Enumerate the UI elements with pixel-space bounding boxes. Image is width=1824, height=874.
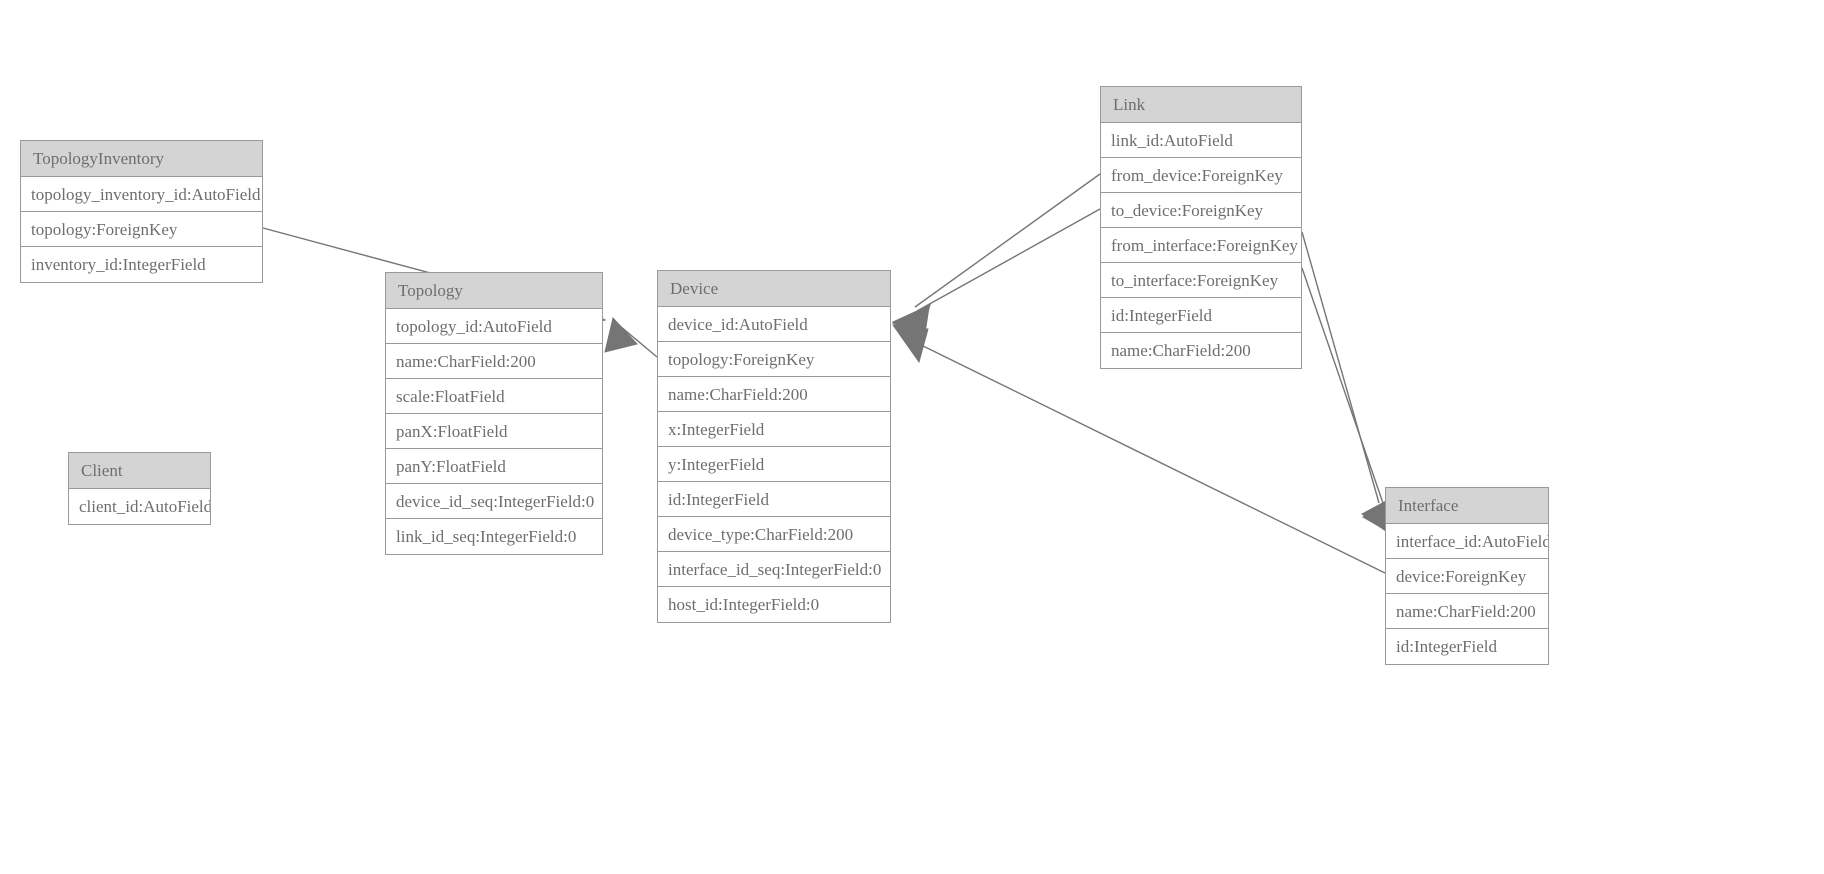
entity-link[interactable]: Link link_id:AutoField from_device:Forei… [1100,86,1302,369]
entity-field: device_type:CharField:200 [658,517,890,552]
entity-field: name:CharField:200 [386,344,602,379]
entity-field: panY:FloatField [386,449,602,484]
entity-field: from_device:ForeignKey [1101,158,1301,193]
entity-field: interface_id_seq:IntegerField:0 [658,552,890,587]
edge-link-to-interface [1301,267,1393,535]
entity-field: client_id:AutoField [79,497,210,516]
entity-title-device: Device [658,271,890,307]
entity-title-topologyinventory: TopologyInventory [21,141,262,177]
entity-interface[interactable]: Interface interface_id:AutoField device:… [1385,487,1549,665]
entity-fields-topologyinventory: topology_inventory_id:AutoField topology… [21,177,262,282]
entity-field: link_id:AutoField [1101,123,1301,158]
entity-field: device:ForeignKey [1386,559,1548,594]
entity-field: y:IntegerField [658,447,890,482]
entity-fields-topology: topology_id:AutoField name:CharField:200… [386,309,602,554]
entity-field: device_id_seq:IntegerField:0 [386,484,602,519]
entity-field: from_interface:ForeignKey [1101,228,1301,263]
entity-field: scale:FloatField [386,379,602,414]
edge-device-topology [604,316,658,358]
entity-title-link: Link [1101,87,1301,123]
entity-client[interactable]: Client client_id:AutoField [68,452,211,525]
entity-field: name:CharField:200 [658,377,890,412]
entity-field: topology_inventory_id:AutoField [21,177,262,212]
entity-topology[interactable]: Topology topology_id:AutoField name:Char… [385,272,603,555]
entity-field: id:IntegerField [1101,298,1301,333]
entity-topologyinventory[interactable]: TopologyInventory topology_inventory_id:… [20,140,263,283]
entity-title-client: Client [69,453,210,489]
entity-field: topology:ForeignKey [658,342,890,377]
entity-title-interface: Interface [1386,488,1548,524]
edge-link-from-device [891,173,1101,341]
entity-title-topology: Topology [386,273,602,309]
edge-link-to-device [891,208,1101,341]
entity-field: panX:FloatField [386,414,602,449]
entity-field: to_interface:ForeignKey [1101,263,1301,298]
entity-fields-interface: interface_id:AutoField device:ForeignKey… [1386,524,1548,664]
edge-link-from-interface [1301,231,1391,536]
entity-field: x:IntegerField [658,412,890,447]
entity-device[interactable]: Device device_id:AutoField topology:Fore… [657,270,891,623]
entity-field: inventory_id:IntegerField [31,255,206,274]
entity-field: link_id_seq:IntegerField:0 [396,527,577,546]
entity-fields-client: client_id:AutoField [69,489,210,524]
entity-field: interface_id:AutoField [1386,524,1548,559]
entity-field: name:CharField:200 [1386,594,1548,629]
entity-field: host_id:IntegerField:0 [668,595,820,614]
entity-fields-device: device_id:AutoField topology:ForeignKey … [658,307,890,622]
entity-field: id:IntegerField [1396,637,1498,656]
entity-field: topology_id:AutoField [386,309,602,344]
entity-field: device_id:AutoField [658,307,890,342]
entity-field: to_device:ForeignKey [1101,193,1301,228]
entity-field: topology:ForeignKey [21,212,262,247]
entity-field: name:CharField:200 [1111,341,1251,360]
entity-field: id:IntegerField [658,482,890,517]
entity-fields-link: link_id:AutoField from_device:ForeignKey… [1101,123,1301,368]
